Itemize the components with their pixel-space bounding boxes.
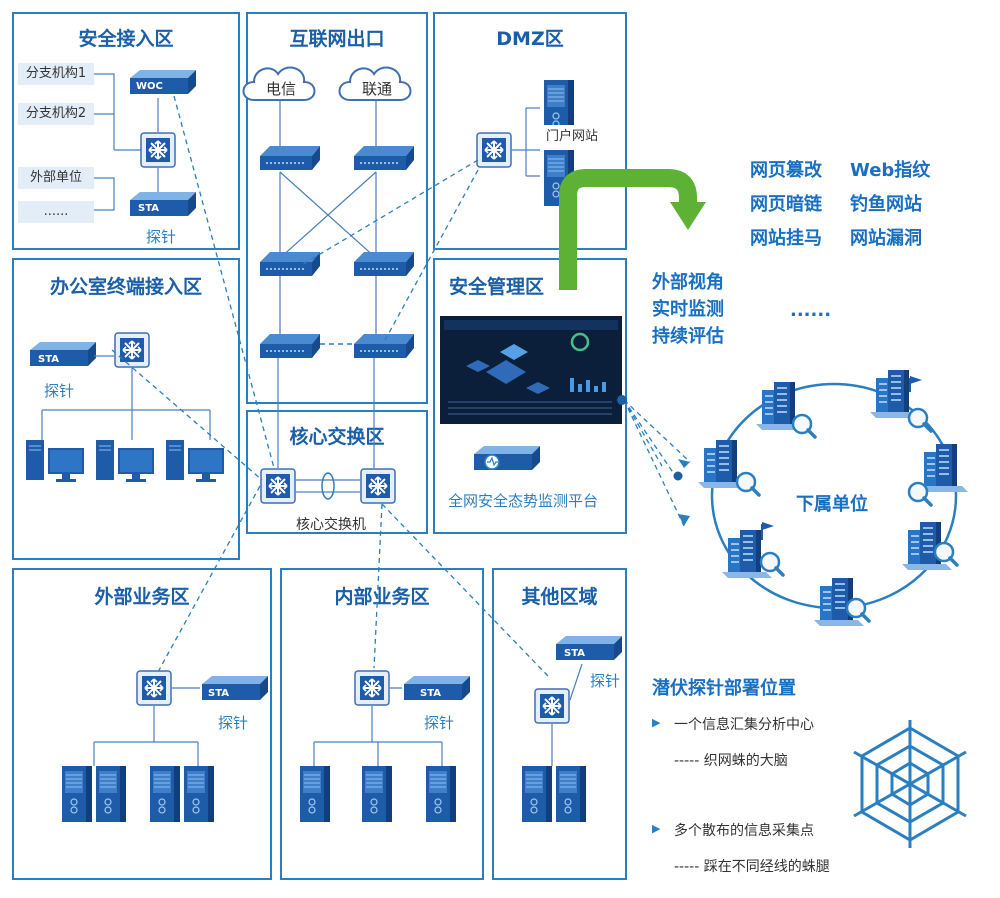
isp-telecom-label: 电信 (266, 80, 297, 98)
platform-device-icon (474, 446, 540, 470)
zone-title: 安全管理区 (449, 276, 545, 298)
zone-title: DMZ区 (496, 28, 564, 50)
branch-item: 分支机构1 (18, 63, 94, 85)
sta-label: STA (420, 688, 441, 699)
zone-title: 其他区域 (521, 586, 598, 608)
monitoring-item: 实时监测 (652, 299, 724, 320)
internet-links (277, 100, 377, 468)
woc-label: WOC (136, 81, 163, 92)
legend-item: 一个信息汇集分析中心 (674, 717, 814, 733)
legend-item: 多个散布的信息采集点 (674, 823, 814, 839)
sta-label: STA (208, 688, 229, 699)
core-switch-label: 核心交换机 (296, 517, 366, 533)
green-arrow (559, 169, 697, 290)
threat-item: 网页篡改 (750, 160, 822, 181)
access-switch-icon (140, 132, 176, 168)
threat-item: 网站漏洞 (850, 228, 922, 249)
server-icon (521, 765, 553, 823)
zone-other: 其他区域 (492, 568, 627, 880)
monitoring-dashboard (440, 316, 622, 424)
zone-title: 安全接入区 (78, 28, 174, 50)
legend-item-desc: ----- 踩在不同经线的蛛腿 (674, 859, 830, 875)
zone-office: 办公室终端接入区 (12, 258, 240, 560)
zone-title: 办公室终端接入区 (49, 276, 202, 298)
threat-item: 钓鱼网站 (850, 194, 922, 215)
other-switch-icon (534, 688, 570, 724)
legend-bullet: ▶ (652, 716, 661, 729)
router-icon (259, 145, 321, 171)
probe-label: 探针 (218, 714, 249, 732)
legend-bullet: ▶ (652, 822, 661, 835)
probe-label: 探针 (424, 714, 455, 732)
probe-label: 探针 (146, 228, 177, 246)
server-icon (183, 765, 215, 823)
core-switch-icon (360, 468, 396, 504)
office-switch-icon (114, 332, 150, 368)
sta-label: STA (138, 203, 159, 214)
green-arrow-head (670, 202, 706, 230)
building-icon (907, 443, 969, 507)
server-icon (299, 765, 331, 823)
subordinate-label: 下属单位 (796, 494, 868, 515)
branch-item: 外部单位 (18, 167, 94, 189)
threat-item: 网站挂马 (750, 228, 822, 249)
zone-internal-biz: 内部业务区 (280, 568, 484, 880)
platform-label: 全网安全态势监测平台 (448, 492, 599, 510)
dashed-links (111, 95, 549, 677)
sta-label: STA (38, 354, 59, 365)
firewall-icon (259, 251, 321, 277)
portal-label: 门户网站 (544, 125, 601, 144)
branch-item: ...... (18, 201, 94, 223)
building-icon (901, 521, 959, 571)
building-icon (697, 439, 761, 497)
server-icon (425, 765, 457, 823)
zone-title: 核心交换区 (289, 426, 385, 448)
building-icon (721, 529, 785, 579)
threat-item: 网页暗链 (750, 194, 822, 215)
router-icon (353, 333, 415, 359)
ext-switch-icon (136, 670, 172, 706)
ellipsis-text: ...... (790, 300, 832, 321)
zone-title: 互联网出口 (289, 28, 385, 50)
zone-external-biz: 外部业务区 (12, 568, 272, 880)
branch-item: 分支机构2 (18, 103, 94, 125)
secure-access-links (94, 73, 159, 211)
server-icon (61, 765, 93, 823)
zone-title: 外部业务区 (94, 586, 190, 608)
core-switch-icon (260, 468, 296, 504)
monitoring-item: 持续评估 (652, 326, 724, 347)
legend-item-desc: ----- 织网蛛的大脑 (674, 753, 788, 769)
server-icon (361, 765, 393, 823)
threat-item: Web指纹 (850, 160, 931, 181)
server-icon (149, 765, 181, 823)
isp-unicom-label: 联通 (362, 80, 393, 98)
monitor-arrows (623, 399, 691, 527)
firewall-icon (353, 251, 415, 277)
sta-label: STA (564, 648, 585, 659)
spider-web-icon (853, 720, 967, 848)
server-icon (555, 765, 587, 823)
building-icon (813, 577, 871, 627)
dmz-switch-icon (476, 132, 512, 168)
router-icon (353, 145, 415, 171)
monitoring-item: 外部视角 (652, 272, 724, 293)
pc-icon (25, 439, 85, 483)
int-switch-icon (354, 670, 390, 706)
pc-icon (95, 439, 155, 483)
pc-icon (165, 439, 225, 483)
legend-title: 潜伏探针部署位置 (652, 678, 796, 699)
probe-label: 探针 (590, 672, 621, 690)
zone-title: 内部业务区 (334, 586, 430, 608)
server-icon (95, 765, 127, 823)
probe-label: 探针 (44, 382, 75, 400)
building-icon (755, 381, 817, 439)
router-icon (259, 333, 321, 359)
